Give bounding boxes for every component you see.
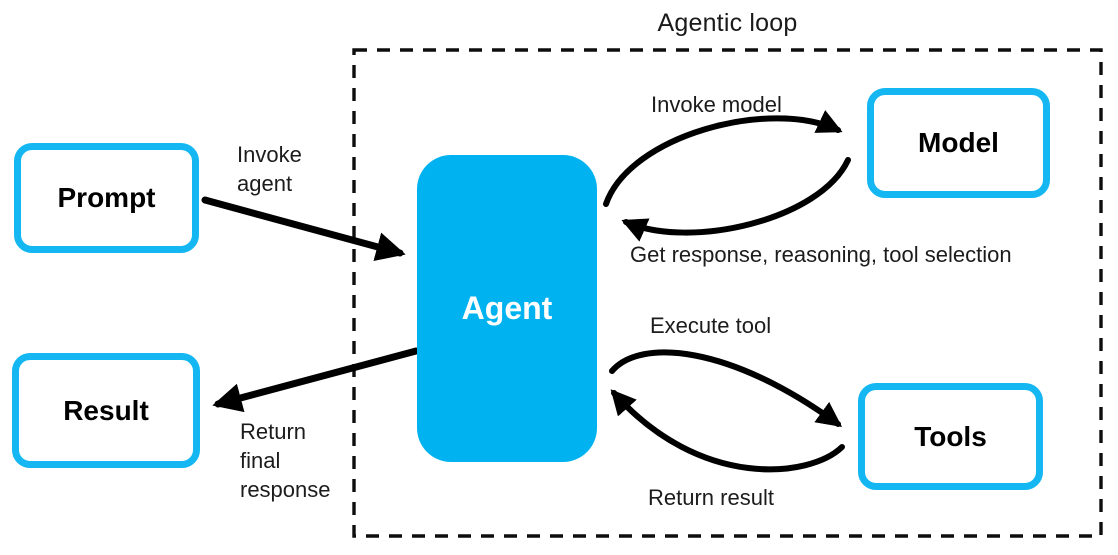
return-result-label: Return result	[648, 485, 774, 510]
tools-node-label: Tools	[914, 420, 987, 452]
agent-node: Agent	[417, 155, 597, 462]
return-result-arc	[610, 389, 845, 473]
model-node-label: Model	[918, 127, 999, 158]
invoke-agent-arrow	[201, 196, 406, 262]
tools-node: Tools	[858, 383, 1043, 490]
execute-tool-arc	[609, 349, 843, 427]
get-response-arc	[621, 157, 851, 242]
agentic-loop-boundary	[352, 48, 1103, 538]
agent-node-label: Agent	[461, 290, 553, 326]
invoke-model-label: Invoke model	[651, 92, 782, 117]
execute-tool-label: Execute tool	[650, 313, 772, 338]
get-response-label: Get response, reasoning, tool selection	[630, 242, 1012, 267]
result-node: Result	[12, 353, 200, 468]
invoke-model-arc	[603, 110, 843, 207]
return-final-response-label: Return final response	[240, 419, 331, 502]
prompt-node-label: Prompt	[57, 182, 156, 213]
diagram-title: Agentic loop	[657, 9, 798, 37]
result-node-label: Result	[63, 394, 149, 426]
invoke-agent-label: Invoke agent	[237, 142, 302, 196]
prompt-node: Prompt	[14, 143, 199, 253]
return-final-response-arrow	[212, 347, 420, 413]
model-node: Model	[867, 88, 1050, 198]
